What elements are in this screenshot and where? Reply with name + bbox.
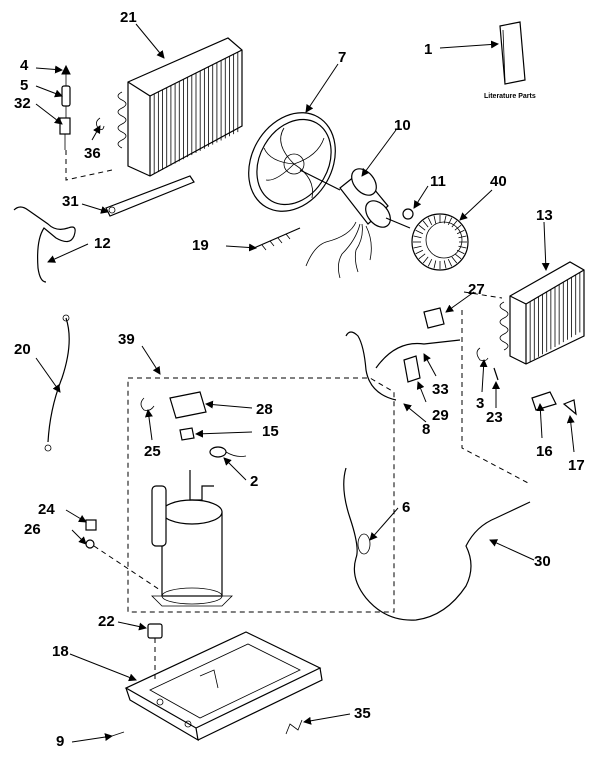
nut-11 xyxy=(402,208,414,220)
bracket-17 xyxy=(562,399,577,416)
bolt-19 xyxy=(253,227,301,251)
tube-12 xyxy=(13,206,76,283)
callout-31: 31 xyxy=(62,193,79,210)
evaporator-coil xyxy=(499,261,585,365)
fan-blade xyxy=(248,112,336,212)
callout-2: 2 xyxy=(250,473,258,490)
callout-17: 17 xyxy=(568,457,585,474)
fan-motor xyxy=(299,168,411,279)
grommet-24 xyxy=(85,519,97,531)
base-pan xyxy=(124,631,323,742)
callout-labels: 1 2 3 4 5 6 7 8 9 10 11 12 13 15 16 17 1… xyxy=(14,9,585,750)
mount-22 xyxy=(147,623,163,639)
power-cord xyxy=(47,317,70,443)
compressor-group-box xyxy=(127,377,395,613)
compressor xyxy=(151,470,233,607)
callout-18: 18 xyxy=(52,643,69,660)
callout-1: 1 xyxy=(424,41,432,58)
condenser-coil xyxy=(117,37,243,177)
callout-7: 7 xyxy=(338,49,346,66)
screw-9 xyxy=(111,731,125,737)
callout-27: 27 xyxy=(468,281,485,298)
callout-19: 19 xyxy=(192,237,209,254)
callout-9: 9 xyxy=(56,733,64,750)
callout-3: 3 xyxy=(476,395,484,412)
washer-26 xyxy=(85,539,95,549)
callout-40: 40 xyxy=(490,173,507,190)
callout-16: 16 xyxy=(536,443,553,460)
literature-parts-label: Literature Parts xyxy=(484,93,536,100)
terminal-cover-28 xyxy=(169,391,207,419)
callout-35: 35 xyxy=(354,705,371,722)
callout-29: 29 xyxy=(432,407,449,424)
callout-23: 23 xyxy=(486,409,503,426)
part-29 xyxy=(403,355,421,383)
blower-wheel xyxy=(411,213,469,271)
callout-25: 25 xyxy=(144,443,161,460)
gasket-15 xyxy=(179,427,195,441)
callout-10: 10 xyxy=(394,117,411,134)
callout-28: 28 xyxy=(256,401,273,418)
callout-8: 8 xyxy=(422,421,430,438)
callout-32: 32 xyxy=(14,95,31,112)
capillary-fittings xyxy=(59,64,71,150)
callout-24: 24 xyxy=(38,501,55,518)
leader-lines xyxy=(35,23,575,743)
clip-25 xyxy=(140,397,155,411)
callout-11: 11 xyxy=(430,173,446,190)
clip-3 xyxy=(476,347,489,362)
callout-33: 33 xyxy=(432,381,449,398)
capillary-loop xyxy=(357,533,371,555)
literature-booklet xyxy=(499,21,526,85)
thermostat-tube xyxy=(345,331,461,401)
overload-2 xyxy=(209,446,247,458)
callout-20: 20 xyxy=(14,341,31,358)
pin-23 xyxy=(493,367,499,381)
clip-36 xyxy=(96,117,105,130)
callout-39: 39 xyxy=(118,331,135,348)
callout-36: 36 xyxy=(84,145,101,162)
callout-30: 30 xyxy=(534,553,551,570)
callout-4: 4 xyxy=(20,57,29,74)
capillary-tube xyxy=(343,467,531,621)
callout-26: 26 xyxy=(24,521,41,538)
callout-15: 15 xyxy=(262,423,279,440)
callout-22: 22 xyxy=(98,613,115,630)
callout-12: 12 xyxy=(94,235,111,252)
mounting-bar xyxy=(105,175,195,217)
callout-13: 13 xyxy=(536,207,553,224)
bracket-16 xyxy=(531,391,557,411)
callout-6: 6 xyxy=(402,499,410,516)
callout-21: 21 xyxy=(120,9,137,26)
callout-5: 5 xyxy=(20,77,28,94)
pad-27 xyxy=(423,307,445,329)
clip-35 xyxy=(285,719,303,735)
